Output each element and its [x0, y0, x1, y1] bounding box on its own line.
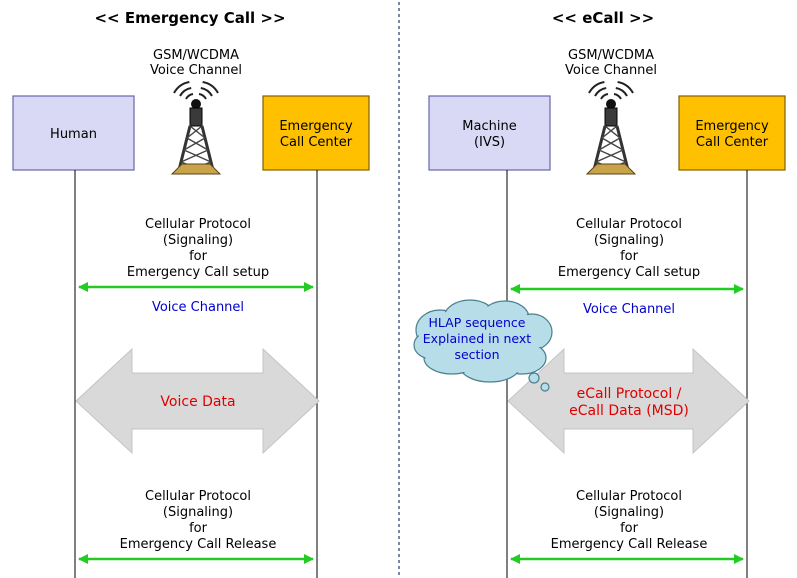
right-actor-a-label-line: Machine	[462, 119, 516, 134]
left-setup-label-line: Emergency Call setup	[127, 265, 269, 280]
right-release-label-line: Cellular Protocol	[576, 489, 682, 504]
right-call-center-label-line: Emergency	[695, 119, 769, 134]
right-radio-tower-icon	[585, 81, 637, 175]
right-actor-a-box	[428, 95, 551, 171]
right-release-label: Cellular Protocol(Signaling)forEmergency…	[551, 489, 708, 552]
left-release-label-line: Cellular Protocol	[145, 489, 251, 504]
right-channel-label-line: Voice Channel	[565, 63, 657, 78]
left-release-label-line: for	[189, 521, 208, 536]
left-actor-a-box	[12, 95, 135, 171]
hlap-callout-text-line: Explained in next	[423, 331, 532, 346]
right-release-label-line: Emergency Call Release	[551, 537, 708, 552]
right-actor-a-label-line: (IVS)	[474, 135, 505, 150]
right-data-label-line: eCall Data (MSD)	[569, 403, 689, 419]
left-data-label: Voice Data	[160, 394, 235, 410]
left-data-arrow	[75, 347, 320, 455]
right-setup-label-line: (Signaling)	[594, 233, 664, 248]
right-voice-channel-label: Voice Channel	[583, 302, 675, 317]
right-data-label-line: eCall Protocol /	[577, 386, 682, 402]
right-release-label-line: (Signaling)	[594, 505, 664, 520]
left-channel-label-line: Voice Channel	[150, 63, 242, 78]
right-setup-label-line: Cellular Protocol	[576, 217, 682, 232]
right-call-center-label-line: Call Center	[696, 135, 769, 150]
left-actor-a-label: Human	[50, 127, 97, 142]
right-setup-label-line: for	[620, 249, 639, 264]
right-release-label-line: for	[620, 521, 639, 536]
left-setup-label: Cellular Protocol(Signaling)forEmergency…	[127, 217, 269, 280]
left-voice-channel-label: Voice Channel	[152, 300, 244, 315]
hlap-callout-text-line: HLAP sequence	[429, 315, 526, 330]
right-channel-label-line: GSM/WCDMA	[568, 48, 654, 63]
left-release-label-line: Emergency Call Release	[120, 537, 277, 552]
right-setup-label-line: Emergency Call setup	[558, 265, 700, 280]
right-data-label: eCall Protocol /eCall Data (MSD)	[569, 386, 689, 419]
left-channel-label-line: GSM/WCDMA	[153, 48, 239, 63]
hlap-callout-text-line: section	[454, 347, 499, 362]
left-call-center-label-line: Call Center	[280, 135, 353, 150]
right-title: << eCall >>	[552, 9, 654, 27]
left-release-label: Cellular Protocol(Signaling)forEmergency…	[120, 489, 277, 552]
left-setup-label-line: (Signaling)	[163, 233, 233, 248]
left-call-center-label-line: Emergency	[279, 119, 353, 134]
right-call-center-box	[678, 95, 786, 171]
right-data-arrow	[507, 347, 750, 455]
left-release-label-line: (Signaling)	[163, 505, 233, 520]
left-setup-label-line: for	[189, 249, 208, 264]
left-call-center-box	[262, 95, 370, 171]
right-setup-label: Cellular Protocol(Signaling)forEmergency…	[558, 217, 700, 280]
left-radio-tower-icon	[170, 81, 222, 175]
left-data-label-line: Voice Data	[160, 394, 235, 410]
right-actor-a-label: Machine(IVS)	[462, 119, 516, 150]
left-setup-label-line: Cellular Protocol	[145, 217, 251, 232]
left-title: << Emergency Call >>	[94, 9, 285, 27]
left-actor-a-label-line: Human	[50, 127, 97, 142]
